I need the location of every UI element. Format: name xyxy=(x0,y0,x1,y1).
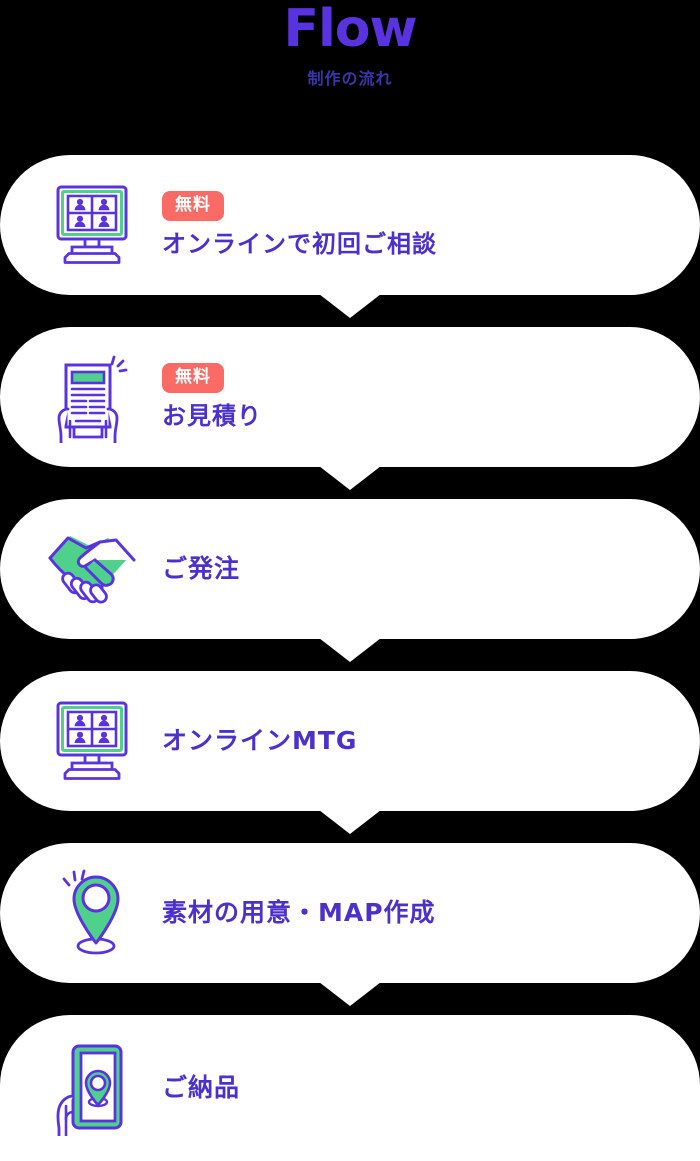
flow-step-text: 無料 オンラインで初回ご相談 xyxy=(162,191,437,258)
flow-step-list: 無料 オンラインで初回ご相談 xyxy=(0,155,700,1161)
online-meeting-monitor-icon xyxy=(44,691,140,791)
flow-step-label: お見積り xyxy=(162,401,262,430)
chevron-down-icon xyxy=(319,982,381,1006)
phone-map-delivery-icon xyxy=(44,1038,140,1138)
flow-step-label: ご発注 xyxy=(162,554,241,583)
flow-step-3[interactable]: ご発注 xyxy=(0,499,700,662)
flow-step-4[interactable]: オンラインMTG xyxy=(0,671,700,834)
flow-step-label: オンラインMTG xyxy=(162,726,358,755)
flow-step-text: オンラインMTG xyxy=(162,726,357,756)
flow-step-card[interactable]: 無料 オンラインで初回ご相談 xyxy=(0,155,700,295)
chevron-down-icon xyxy=(319,466,381,490)
flow-step-text: ご納品 xyxy=(162,1073,240,1103)
flow-step-2[interactable]: 無料 お見積り xyxy=(0,327,700,490)
chevron-down-icon xyxy=(319,638,381,662)
flow-step-card[interactable]: 素材の用意・MAP作成 xyxy=(0,843,700,983)
flow-step-1[interactable]: 無料 オンラインで初回ご相談 xyxy=(0,155,700,318)
flow-step-text: ご発注 xyxy=(162,554,240,584)
page-title: Flow xyxy=(283,0,417,59)
free-badge: 無料 xyxy=(162,363,224,393)
online-meeting-monitor-icon xyxy=(44,175,140,275)
free-badge: 無料 xyxy=(162,191,224,221)
chevron-down-icon xyxy=(319,810,381,834)
flow-step-text: 素材の用意・MAP作成 xyxy=(162,898,436,928)
page-subtitle: 制作の流れ xyxy=(307,68,393,88)
page-header: Flow 制作の流れ xyxy=(0,0,700,87)
flow-step-label: オンラインで初回ご相談 xyxy=(162,229,437,258)
handshake-icon xyxy=(44,519,140,619)
quotation-document-hands-icon xyxy=(44,347,140,447)
flow-step-text: 無料 お見積り xyxy=(162,363,262,430)
chevron-down-icon xyxy=(319,294,381,318)
flow-step-label: ご納品 xyxy=(162,1073,241,1102)
flow-step-card[interactable]: ご納品 xyxy=(0,1015,700,1161)
flow-step-card[interactable]: ご発注 xyxy=(0,499,700,639)
flow-step-card[interactable]: 無料 お見積り xyxy=(0,327,700,467)
flow-step-5[interactable]: 素材の用意・MAP作成 xyxy=(0,843,700,1006)
flow-step-6[interactable]: ご納品 xyxy=(0,1015,700,1161)
flow-step-label: 素材の用意・MAP作成 xyxy=(162,898,436,927)
flow-step-card[interactable]: オンラインMTG xyxy=(0,671,700,811)
map-pin-icon xyxy=(44,863,140,963)
